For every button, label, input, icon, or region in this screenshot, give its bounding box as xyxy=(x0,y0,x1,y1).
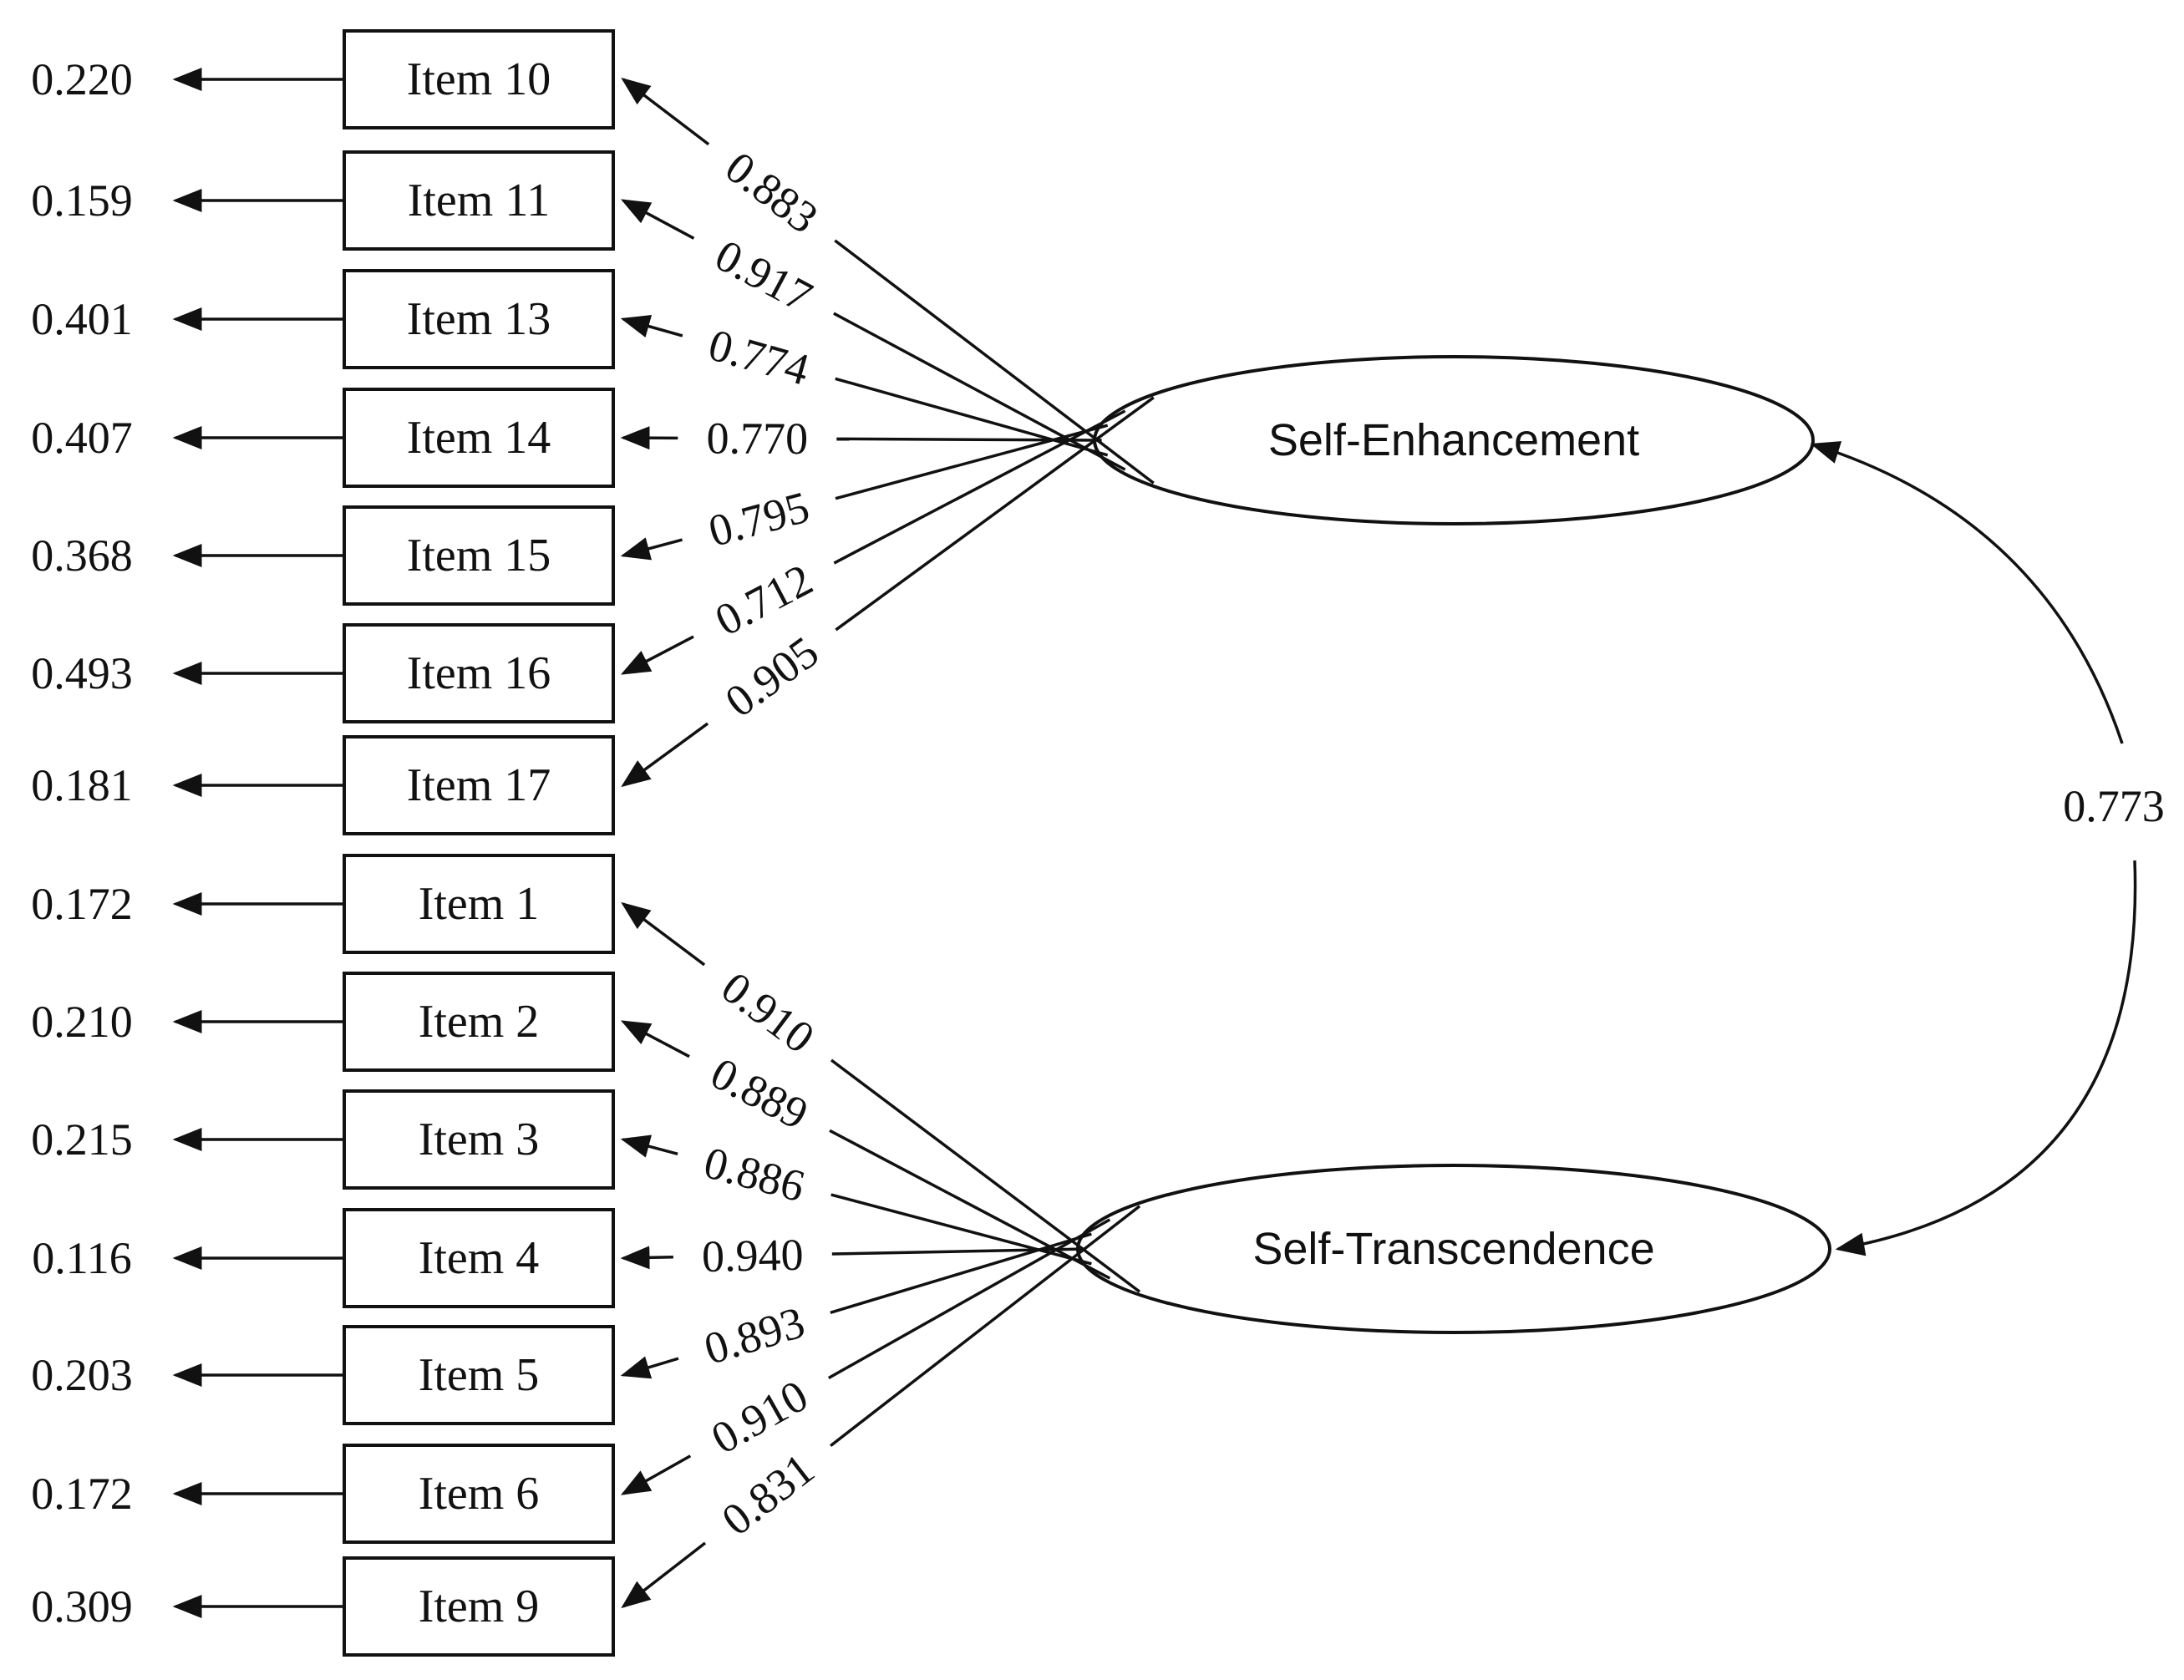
indicator-group: Item 15 0.368 0.795 xyxy=(31,424,1109,606)
loading-path-segment xyxy=(834,239,1155,485)
factor-loading: 0.910 xyxy=(703,1370,815,1464)
item-label: Item 5 xyxy=(419,1349,540,1401)
item-label: Item 9 xyxy=(419,1581,540,1632)
item-label: Item 15 xyxy=(407,530,551,581)
error-variance: 0.181 xyxy=(31,760,133,810)
item-box xyxy=(343,1444,615,1544)
item-label: Item 2 xyxy=(419,996,540,1048)
loading-path-segment xyxy=(830,1232,1092,1314)
loading-path-segment xyxy=(827,1218,1111,1380)
loading-arrow xyxy=(620,1020,690,1058)
factor-loading: 0.795 xyxy=(703,482,815,557)
item-box xyxy=(343,269,615,369)
factor-loading: 0.770 xyxy=(706,414,808,464)
factor-loading: 0.910 xyxy=(712,962,823,1063)
item-label: Item 16 xyxy=(407,647,551,699)
loading-path-segment xyxy=(833,409,1126,565)
indicator-group: Item 1 0.172 0.910 xyxy=(31,854,1141,1293)
item-box xyxy=(343,1556,615,1657)
loading-path-segment xyxy=(833,312,1126,471)
item-box xyxy=(343,972,615,1072)
factor-label-self-enhancement: Self-Enhancement xyxy=(1268,415,1639,465)
error-variance: 0.203 xyxy=(31,1350,133,1400)
loading-arrow xyxy=(620,199,695,240)
item-box xyxy=(343,735,615,835)
loading-arrow xyxy=(621,901,706,967)
factor-loading: 0.883 xyxy=(716,142,827,243)
loading-path-segment xyxy=(830,1058,1141,1293)
error-variance: 0.172 xyxy=(31,879,133,929)
factor-loading: 0.712 xyxy=(707,554,820,645)
loading-arrow xyxy=(620,537,683,561)
item-label: Item 3 xyxy=(419,1114,540,1165)
loading-path-segment xyxy=(830,1205,1141,1447)
item-label: Item 17 xyxy=(407,759,551,811)
error-variance: 0.220 xyxy=(31,54,133,104)
indicator-group: Item 14 0.407 0.770 xyxy=(31,388,1102,488)
item-box xyxy=(343,505,615,606)
loading-path-segment xyxy=(835,424,1109,500)
factor-loading: 0.917 xyxy=(707,230,820,322)
loading-arrow xyxy=(621,77,710,146)
error-variance: 0.210 xyxy=(31,997,133,1047)
error-variance: 0.401 xyxy=(31,294,133,344)
factor-loading: 0.893 xyxy=(698,1297,810,1374)
loading-path-segment xyxy=(835,396,1155,632)
indicator-group: Item 4 0.116 0.940 xyxy=(32,1208,1086,1308)
item-label: Item 13 xyxy=(407,293,551,345)
loading-arrow xyxy=(620,1454,692,1495)
item-box xyxy=(343,623,615,723)
loading-arrow xyxy=(620,1356,679,1379)
item-label: Item 4 xyxy=(419,1232,540,1284)
item-label: Item 1 xyxy=(419,878,540,930)
indicator-group: Item 6 0.172 0.910 xyxy=(31,1218,1111,1544)
loading-arrow xyxy=(621,1541,707,1609)
item-label: Item 14 xyxy=(407,412,551,464)
indicator-group: Item 13 0.401 0.774 xyxy=(31,269,1109,457)
item-box xyxy=(343,150,615,251)
error-variance: 0.407 xyxy=(31,413,133,463)
latent-factors: Self-Enhancement Self-Transcendence xyxy=(1076,355,1831,1334)
correlation-value: 0.773 xyxy=(2063,781,2165,831)
correlation-arc-lower xyxy=(1835,860,2137,1256)
indicator-group: Item 5 0.203 0.893 xyxy=(31,1232,1092,1425)
loading-arrow xyxy=(621,722,709,788)
item-box xyxy=(343,29,615,129)
error-variance: 0.116 xyxy=(32,1233,132,1283)
error-variance: 0.368 xyxy=(31,530,133,581)
item-box xyxy=(343,1325,615,1425)
factor-loading: 0.886 xyxy=(698,1137,810,1211)
factor-label-self-transcendence: Self-Transcendence xyxy=(1252,1224,1654,1274)
loading-arrow xyxy=(620,315,683,338)
correlation-arc-upper xyxy=(1810,441,2124,744)
error-variance: 0.172 xyxy=(31,1469,133,1519)
error-variance: 0.309 xyxy=(31,1581,133,1632)
loading-path-segment xyxy=(830,1193,1092,1266)
factor-loading: 0.889 xyxy=(703,1048,815,1139)
error-variance: 0.159 xyxy=(31,175,133,226)
factor-loading: 0.774 xyxy=(703,319,815,395)
factor-correlation: 0.773 xyxy=(1810,441,2165,1256)
error-variance: 0.493 xyxy=(31,648,133,698)
loading-arrow xyxy=(620,1246,673,1270)
loading-arrow xyxy=(620,635,694,675)
factor-loading: 0.940 xyxy=(702,1230,805,1282)
error-variance: 0.215 xyxy=(31,1114,133,1165)
item-label: Item 10 xyxy=(407,53,551,105)
item-label: Item 11 xyxy=(408,175,551,226)
item-box xyxy=(343,1208,615,1308)
item-box xyxy=(343,1089,615,1190)
loading-path-segment xyxy=(829,1129,1111,1280)
item-label: Item 6 xyxy=(419,1468,540,1520)
loading-arrow xyxy=(620,1134,678,1158)
